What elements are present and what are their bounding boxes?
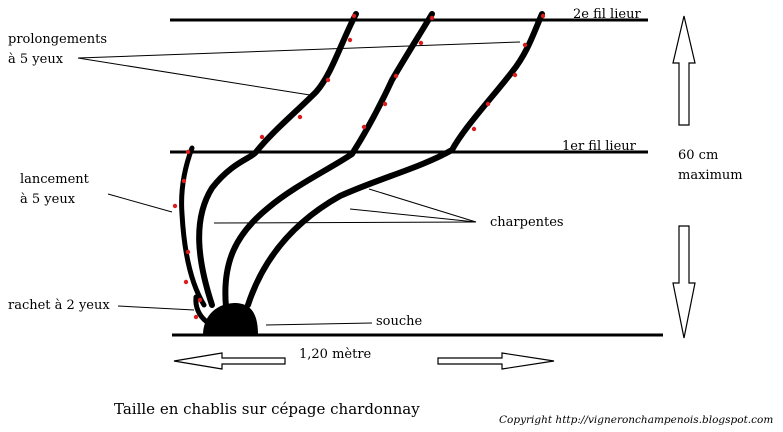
- bud: [186, 250, 190, 254]
- label-prolongements-line1: prolongements: [8, 32, 107, 47]
- label-wire-mid: 1er fil lieur: [562, 139, 637, 154]
- bud: [362, 125, 366, 129]
- leader-rachet: [118, 306, 194, 310]
- bud: [352, 14, 356, 18]
- bud: [472, 127, 476, 131]
- bud: [182, 179, 186, 183]
- bud: [383, 102, 387, 106]
- label-rachet: rachet à 2 yeux: [8, 298, 110, 313]
- label-prolongements-line2: à 5 yeux: [8, 52, 64, 67]
- bud: [186, 150, 190, 154]
- leader-charpentes-3: [369, 189, 476, 222]
- bud: [326, 78, 330, 82]
- charpente-middle: [225, 14, 432, 307]
- height-arrow-down-icon: [673, 226, 695, 338]
- diagram-title: Taille en chablis sur cépage chardonnay: [114, 400, 420, 418]
- bud: [394, 74, 398, 78]
- copyright-text: Copyright http://vigneronchampenois.blog…: [499, 414, 773, 426]
- label-charpentes: charpentes: [490, 215, 564, 230]
- bud: [430, 16, 434, 20]
- leader-prolongements-2: [78, 42, 520, 58]
- height-arrow-up-icon: [673, 16, 695, 125]
- width-arrow-right-icon: [438, 353, 554, 369]
- bud: [173, 204, 177, 208]
- leader-prolongements-1: [78, 58, 310, 95]
- bud: [194, 315, 198, 319]
- bud: [419, 41, 423, 45]
- label-wire-top: 2e fil lieur: [573, 7, 641, 22]
- bud: [260, 135, 264, 139]
- label-lancement-line2: à 5 yeux: [20, 192, 76, 207]
- width-arrow-left-icon: [174, 353, 285, 369]
- bud: [198, 298, 202, 302]
- label-lancement-line1: lancement: [20, 172, 90, 187]
- bud: [541, 14, 545, 18]
- bud: [348, 38, 352, 42]
- charpente-right: [248, 14, 542, 305]
- label-height-line1: 60 cm: [678, 148, 718, 163]
- label-height-line2: maximum: [678, 168, 743, 183]
- label-width: 1,20 mètre: [299, 347, 372, 362]
- bud: [184, 280, 188, 284]
- bud: [523, 43, 527, 47]
- charpentes-group: [182, 14, 542, 322]
- leader-lancement: [108, 194, 172, 212]
- bud: [513, 73, 517, 77]
- leader-souche: [266, 323, 372, 325]
- bud: [298, 115, 302, 119]
- bud: [486, 102, 490, 106]
- label-souche: souche: [376, 314, 423, 329]
- leader-charpentes-2: [350, 209, 476, 222]
- charpente-left: [199, 14, 356, 305]
